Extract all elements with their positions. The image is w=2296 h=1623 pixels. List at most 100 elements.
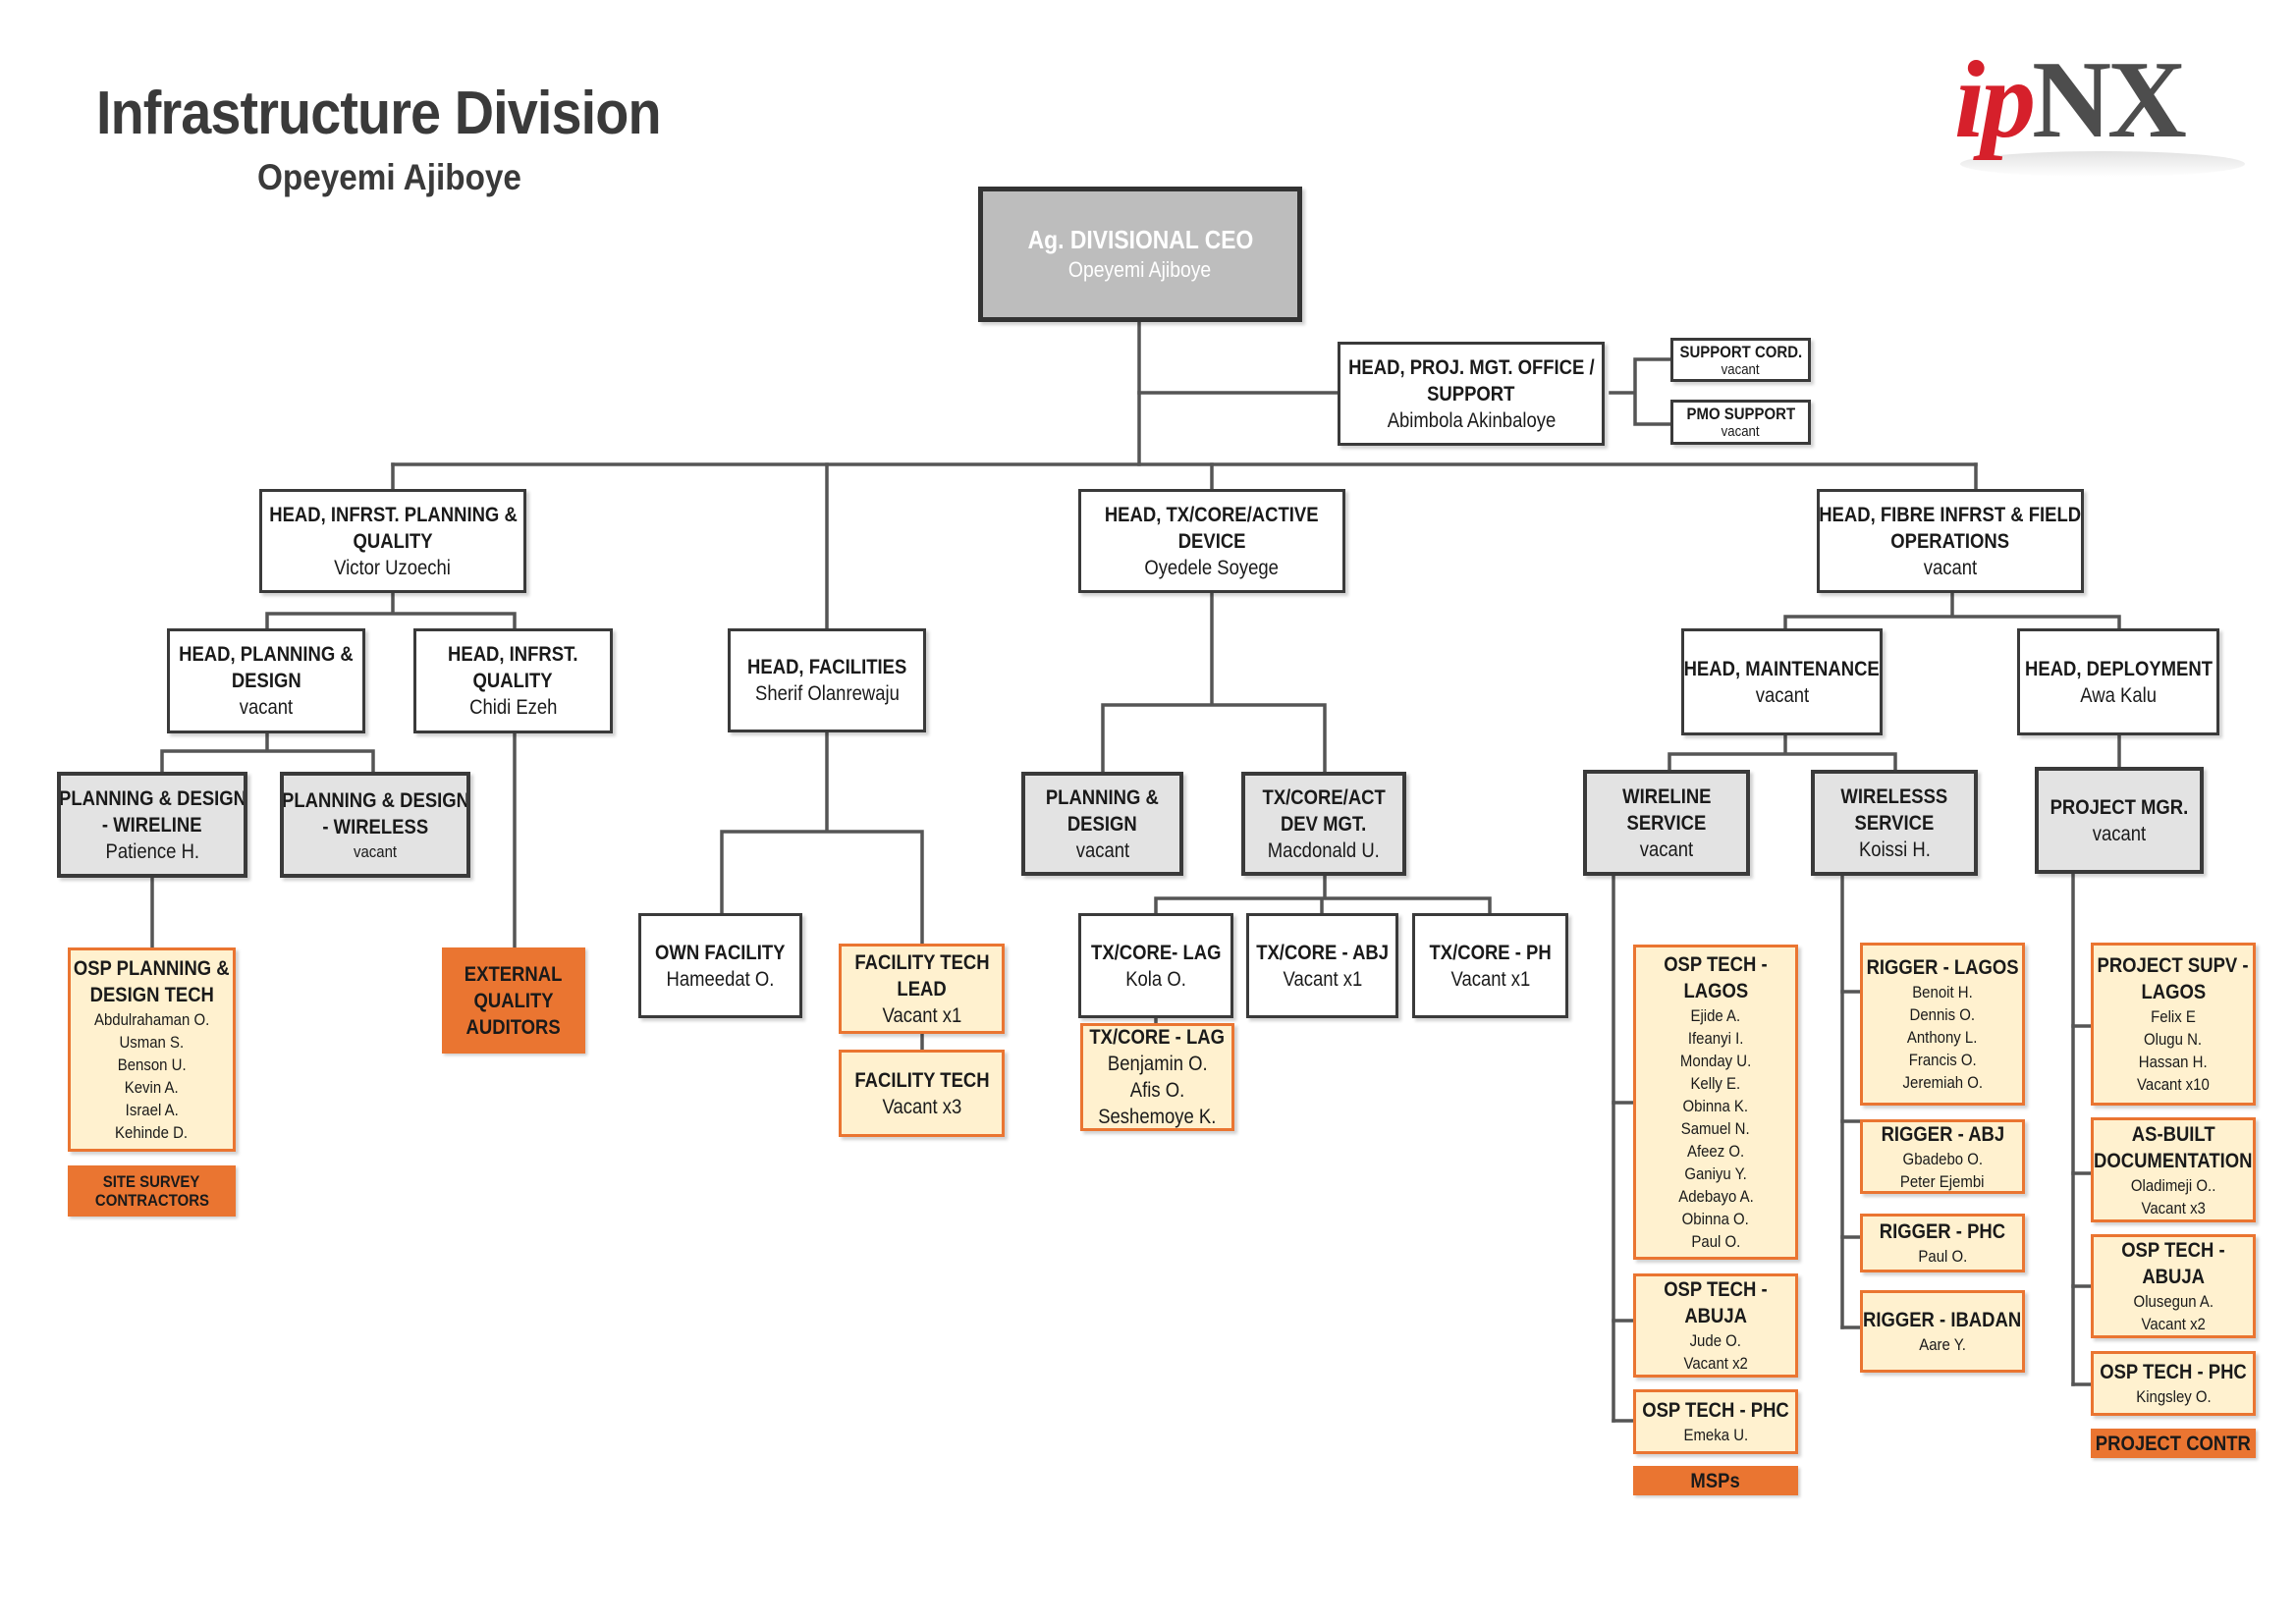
project-contr-box: PROJECT CONTR [2091, 1429, 2256, 1458]
label: PROJECT CONTR [2095, 1432, 2252, 1455]
person-name: Victor Uzoechi [334, 556, 452, 579]
team-member: Kelly E. [1690, 1074, 1741, 1093]
role-title: OSP TECH - PHC [2100, 1361, 2247, 1383]
role-title-line1: OSP TECH - [1664, 953, 1768, 976]
team-member: Kevin A. [125, 1078, 179, 1097]
osp-tech-phc-project-box: OSP TECH - PHC Kingsley O. [2091, 1351, 2256, 1416]
team-member: Obinna O. [1681, 1210, 1750, 1228]
team-member: Vacant x3 [2141, 1198, 2206, 1217]
role-title-line1: PROJECT SUPV - [2097, 954, 2250, 977]
logo-ip: ip [1954, 39, 2036, 161]
team-member: Olugu N. [2144, 1030, 2203, 1049]
divisional-ceo-box: Ag. DIVISIONAL CEO Opeyemi Ajiboye [978, 187, 1302, 322]
head-maintenance-box: HEAD, MAINTENANCE vacant [1681, 628, 1883, 735]
team-member: Usman S. [119, 1033, 185, 1052]
role-title: OSP TECH - PHC [1642, 1399, 1789, 1422]
role-title: HEAD, DEPLOYMENT [2024, 657, 2213, 680]
person-name: Aare Y. [1919, 1335, 1966, 1354]
person-name: Vacant x1 [882, 1003, 961, 1027]
head-deployment-box: HEAD, DEPLOYMENT Awa Kalu [2017, 628, 2219, 735]
head-infrst-quality-box: HEAD, INFRST. QUALITY Chidi Ezeh [413, 628, 613, 733]
team-member: Francis O. [1908, 1051, 1977, 1069]
team-member: Monday U. [1679, 1052, 1752, 1070]
team-member: Benjamin O. [1107, 1053, 1208, 1075]
team-member: Kehinde D. [115, 1123, 189, 1142]
role-title-line2: DEVICE [1177, 529, 1246, 553]
osp-tech-phc-box: OSP TECH - PHC Emeka U. [1633, 1389, 1798, 1454]
person-name: Koissi H. [1858, 838, 1931, 861]
person-name: Oyedele Soyege [1144, 556, 1280, 579]
team-member: Afis O. [1129, 1079, 1185, 1102]
team-member: Vacant x10 [2137, 1075, 2210, 1094]
role-title: TX/CORE - ABJ [1256, 941, 1389, 964]
team-member: Adebayo A. [1677, 1187, 1754, 1206]
role-title-line2: LAGOS [1683, 980, 1748, 1002]
company-logo: ipNX [1954, 39, 2259, 177]
rigger-ibadan-box: RIGGER - IBADAN Aare Y. [1860, 1290, 2025, 1373]
person-name: vacant [1639, 838, 1694, 861]
role-title: OWN FACILITY [655, 941, 786, 964]
wireline-service-box: WIRELINE SERVICE vacant [1583, 770, 1750, 876]
role-title: FACILITY TECH [853, 1068, 990, 1092]
team-member: Anthony L. [1907, 1028, 1978, 1047]
person-name: Sherif Olanrewaju [754, 682, 900, 705]
team-member: Olusegun A. [2133, 1292, 2214, 1311]
role-title-line2: QUALITY [353, 529, 433, 553]
person-name: vacant [1923, 556, 1978, 579]
person-name: Vacant x1 [1450, 967, 1530, 991]
osp-tech-abuja-project-box: OSP TECH - ABUJA Olusegun A. Vacant x2 [2091, 1234, 2256, 1338]
logo-reflection [1960, 151, 2245, 177]
osp-planning-design-tech-box: OSP PLANNING & DESIGN TECH Abdulrahaman … [68, 947, 236, 1152]
role-title: TX/CORE - PH [1429, 941, 1552, 964]
person-name: Chidi Ezeh [468, 696, 558, 719]
team-member: Felix E [2151, 1007, 2196, 1026]
team-member: Samuel N. [1681, 1119, 1750, 1138]
person-name: Kingsley O. [2135, 1387, 2212, 1406]
person-name: vacant [1722, 360, 1760, 378]
team-member: Dennis O. [1909, 1005, 1976, 1024]
role-title: TX/CORE- LAG [1090, 941, 1222, 964]
role-title-line1: HEAD, FIBRE INFRST & FIELD [1819, 503, 2082, 526]
person-name: vacant [1755, 683, 1809, 707]
team-member: Paul O. [1691, 1232, 1740, 1251]
team-member: Seshemoye K. [1098, 1106, 1217, 1128]
team-member: Ifeanyi I. [1687, 1029, 1744, 1048]
team-member: Vacant x2 [1683, 1354, 1748, 1373]
label-line1: EXTERNAL [465, 962, 563, 986]
role-title-line1: OSP TECH - [2121, 1239, 2225, 1262]
person-name: Abimbola Akinbaloye [1387, 408, 1556, 432]
rigger-phc-box: RIGGER - PHC Paul O. [1860, 1214, 2025, 1272]
role-title-line2: LAGOS [2141, 981, 2206, 1003]
txcore-abj-box: TX/CORE - ABJ Vacant x1 [1246, 913, 1398, 1018]
site-survey-contractors-box: SITE SURVEY CONTRACTORS [68, 1165, 236, 1217]
person-name: Macdonald U. [1267, 839, 1381, 862]
role-title-line2: - WIRELINE [102, 813, 202, 837]
head-fibre-infrst-box: HEAD, FIBRE INFRST & FIELD OPERATIONS va… [1817, 489, 2084, 593]
team-member: Ejide A. [1690, 1006, 1741, 1025]
facility-tech-box: FACILITY TECH Vacant x3 [839, 1050, 1005, 1137]
person-name: Paul O. [1918, 1247, 1967, 1266]
osp-tech-lagos-box: OSP TECH - LAGOS Ejide A. Ifeanyi I. Mon… [1633, 945, 1798, 1260]
external-quality-auditors-box: EXTERNAL QUALITY AUDITORS [442, 947, 585, 1054]
role-title: RIGGER - IBADAN [1863, 1309, 2022, 1331]
own-facility-box: OWN FACILITY Hameedat O. [638, 913, 802, 1018]
role-title-line2: SUPPORT [1427, 382, 1515, 406]
support-cord-box: SUPPORT CORD. vacant [1670, 338, 1811, 382]
role-title-line2: QUALITY [472, 670, 554, 692]
team-member: Oladimeji O.. [2130, 1175, 2216, 1195]
person-name: vacant [1075, 839, 1129, 862]
logo-nx: NX [2032, 39, 2187, 161]
logo-wordmark: ipNX [1954, 39, 2187, 161]
project-mgr-box: PROJECT MGR. vacant [2035, 767, 2204, 874]
role-title-line1: PLANNING & [1045, 785, 1159, 809]
osp-tech-abuja-box: OSP TECH - ABUJA Jude O. Vacant x2 [1633, 1273, 1798, 1378]
label-line2: QUALITY [473, 989, 554, 1012]
team-member: Hassan H. [2139, 1053, 2208, 1071]
msps-box: MSPs [1633, 1466, 1798, 1495]
role-title-line1: WIRELINE [1621, 784, 1712, 808]
role-title-line2: DESIGN [1067, 812, 1137, 836]
label-line2: CONTRACTORS [94, 1191, 209, 1210]
as-built-documentation-box: AS-BUILT DOCUMENTATION Oladimeji O.. Vac… [2091, 1117, 2256, 1222]
role-title: RIGGER - PHC [1879, 1220, 2006, 1243]
head-pmo-box: HEAD, PROJ. MGT. OFFICE / SUPPORT Abimbo… [1338, 342, 1605, 446]
